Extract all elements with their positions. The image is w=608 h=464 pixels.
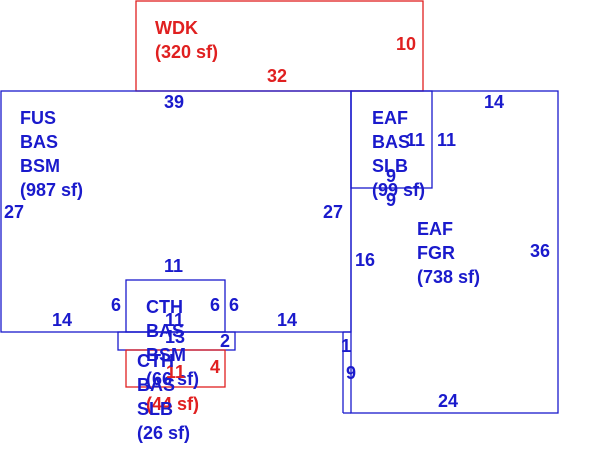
eaf-slb-code-1: EAF [372,108,408,128]
eaf-top-dimension: 14 [484,92,504,112]
cth-bsm-area-label: (66 sf) [146,369,199,389]
wdk-right-dimension: 10 [396,34,416,54]
wdk-bottom-dimension: 32 [267,66,287,86]
cth-bsm-code-2: BAS [146,321,184,341]
eaf-bottom-dimension: 24 [438,391,458,411]
eaf-slb-side-b: 11 [437,130,456,150]
eaf-slb-side-a: 11 [406,130,425,150]
cth-inner-dimension-a: 11 [165,310,184,330]
cth-right-dimension-a: 6 [210,295,220,315]
eaf-fgr-outline [350,90,559,414]
cth-right-dimension-b: 6 [229,295,239,315]
fus-code-1: FUS [20,108,56,128]
eaf-tick-dimension: 1 [341,336,351,356]
cth-slb-code-1: CTH [137,351,174,371]
fus-left-dimension: 27 [4,202,24,222]
fus-bottom-left-dimension: 14 [52,310,72,330]
red-small-dimension-a: 11 [166,362,185,382]
cth-bsm-code-1: CTH [146,297,183,317]
cth-slb-code-3: SLB [137,399,173,419]
cth-slb-area-label: (26 sf) [137,423,190,443]
fus-bottom-right-dimension: 14 [277,310,297,330]
cth-left-dimension: 6 [111,295,121,315]
fus-code-2: BAS [20,132,58,152]
eaf-slb-bottom-b: 9 [386,190,396,210]
fus-area-label: (987 sf) [20,180,83,200]
cth-top-dimension: 11 [164,256,183,276]
wdk-code-label: WDK [155,18,198,38]
eaf-slb-code-2: BAS [372,132,410,152]
eaf-slb-outline [350,90,433,189]
eaf-right-dimension: 36 [530,241,550,261]
red-small-dimension-b: 4 [210,357,220,377]
eaf-slb-code-3: SLB [372,156,408,176]
fus-top-dimension: 39 [164,92,184,112]
fus-code-3: BSM [20,156,60,176]
eaf-left-dimension: 16 [355,250,375,270]
eaf-fgr-area-label: (738 sf) [417,267,480,287]
cth-inner-dimension-b: 13 [165,327,185,347]
eaf-slb-bottom-a: 9 [386,166,396,186]
wdk-area-label: (320 sf) [155,42,218,62]
eaf-fgr-code-1: EAF [417,219,453,239]
small-red-patio-outline [125,349,226,388]
cth-slb-right-dimension: 2 [220,331,230,351]
cth-bsm-code-3: BSM [146,345,186,365]
eaf-fgr-code-2: FGR [417,243,455,263]
fus-right-dimension: 27 [323,202,343,222]
eaf-lower-left-dimension: 9 [346,363,356,383]
eaf-slb-area-label: (99 sf) [372,180,425,200]
small-red-area-label: (44 sf) [146,394,199,414]
cth-slb-code-2: BAS [137,375,175,395]
